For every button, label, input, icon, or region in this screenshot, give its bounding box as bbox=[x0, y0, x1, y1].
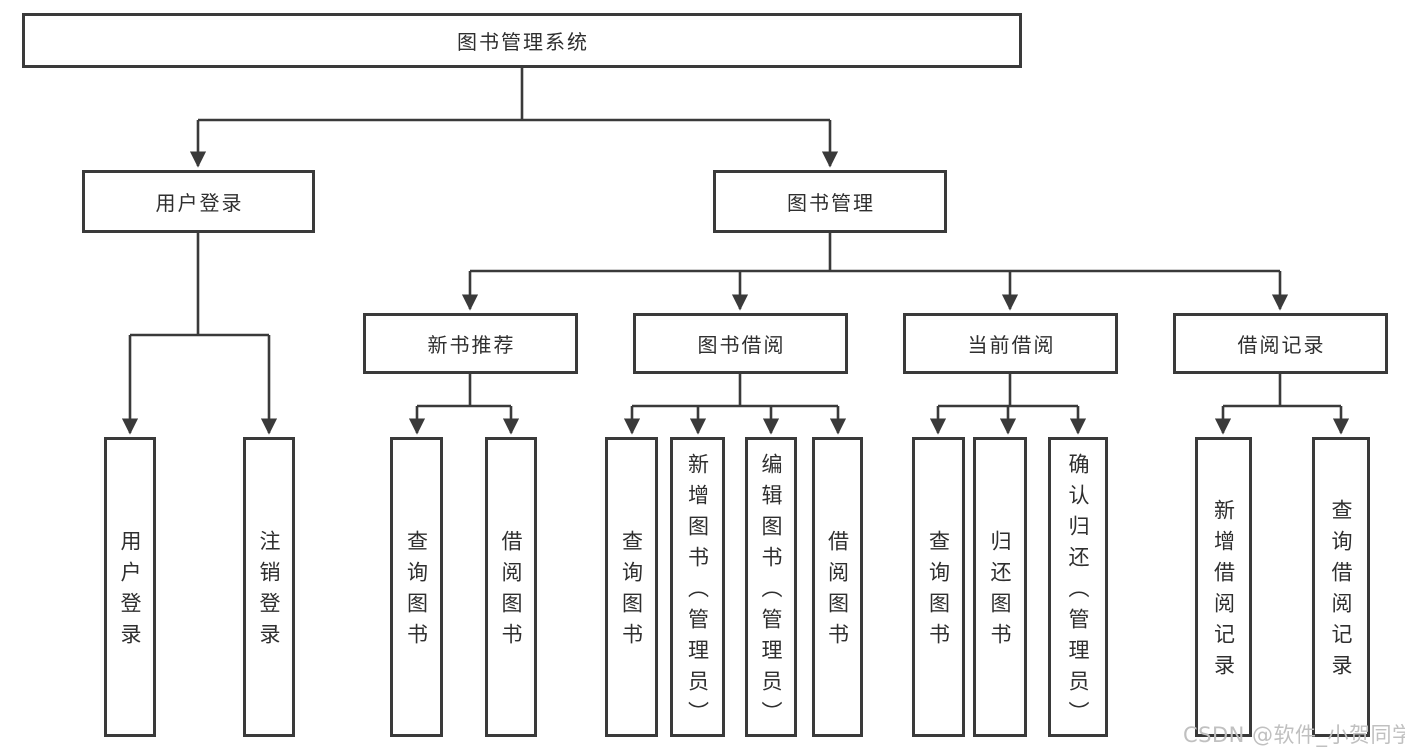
leaf-user-login: 用户登录 bbox=[104, 437, 156, 737]
connector-current-borrowing bbox=[929, 374, 1087, 435]
node-book-borrowing-label: 图书借阅 bbox=[697, 333, 786, 357]
leaf-newbook-query-books-label: 查询图书 bbox=[404, 530, 429, 654]
leaf-current-confirm-return-admin-label: 确认归还（管理员） bbox=[1066, 452, 1091, 732]
node-new-book-recommend: 新书推荐 bbox=[363, 313, 578, 374]
connector-book-management bbox=[461, 233, 1289, 311]
node-user-login: 用户登录 bbox=[82, 170, 315, 233]
leaf-borrowing-edit-books-admin-label: 编辑图书（管理员） bbox=[759, 452, 784, 732]
node-current-borrowing: 当前借阅 bbox=[903, 313, 1118, 374]
leaf-records-add-record-label: 新增借阅记录 bbox=[1211, 499, 1236, 685]
leaf-current-query-books-label: 查询图书 bbox=[926, 530, 951, 654]
leaf-records-query-record-label: 查询借阅记录 bbox=[1329, 499, 1354, 685]
node-current-borrowing-label: 当前借阅 bbox=[967, 333, 1056, 357]
node-user-login-label: 用户登录 bbox=[155, 191, 244, 215]
leaf-records-query-record: 查询借阅记录 bbox=[1312, 437, 1370, 737]
leaf-current-return-books-label: 归还图书 bbox=[988, 530, 1013, 654]
leaf-borrowing-query-books: 查询图书 bbox=[605, 437, 658, 737]
node-library-system: 图书管理系统 bbox=[22, 13, 1022, 68]
connector-root bbox=[189, 68, 839, 168]
connector-book-borrowing bbox=[623, 374, 847, 435]
leaf-borrowing-add-books-admin: 新增图书（管理员） bbox=[670, 437, 725, 737]
leaf-borrowing-add-books-admin-label: 新增图书（管理员） bbox=[685, 452, 710, 732]
leaf-current-return-books: 归还图书 bbox=[973, 437, 1027, 737]
leaf-logout: 注销登录 bbox=[243, 437, 295, 737]
leaf-current-query-books: 查询图书 bbox=[912, 437, 965, 737]
leaf-borrowing-borrow-books-label: 借阅图书 bbox=[825, 530, 850, 654]
leaf-newbook-query-books: 查询图书 bbox=[390, 437, 443, 737]
leaf-user-login-label: 用户登录 bbox=[118, 530, 143, 654]
leaf-borrowing-borrow-books: 借阅图书 bbox=[812, 437, 863, 737]
node-library-system-label: 图书管理系统 bbox=[457, 30, 589, 54]
node-new-book-recommend-label: 新书推荐 bbox=[427, 333, 516, 357]
node-borrowing-records-label: 借阅记录 bbox=[1237, 333, 1326, 357]
leaf-newbook-borrow-books-label: 借阅图书 bbox=[499, 530, 524, 654]
node-borrowing-records: 借阅记录 bbox=[1173, 313, 1388, 374]
leaf-newbook-borrow-books: 借阅图书 bbox=[485, 437, 537, 737]
csdn-watermark: CSDN @软件_小贺同学 bbox=[1183, 723, 1405, 747]
node-book-management: 图书管理 bbox=[713, 170, 947, 233]
node-book-management-label: 图书管理 bbox=[787, 191, 875, 215]
connector-user-login bbox=[121, 233, 278, 435]
leaf-borrowing-query-books-label: 查询图书 bbox=[619, 530, 644, 654]
leaf-current-confirm-return-admin: 确认归还（管理员） bbox=[1048, 437, 1108, 737]
connector-new-book-recommend bbox=[408, 374, 520, 435]
leaf-logout-label: 注销登录 bbox=[257, 530, 282, 654]
connector-borrowing-records bbox=[1214, 374, 1350, 435]
leaf-borrowing-edit-books-admin: 编辑图书（管理员） bbox=[745, 437, 797, 737]
node-book-borrowing: 图书借阅 bbox=[633, 313, 848, 374]
leaf-records-add-record: 新增借阅记录 bbox=[1195, 437, 1252, 737]
